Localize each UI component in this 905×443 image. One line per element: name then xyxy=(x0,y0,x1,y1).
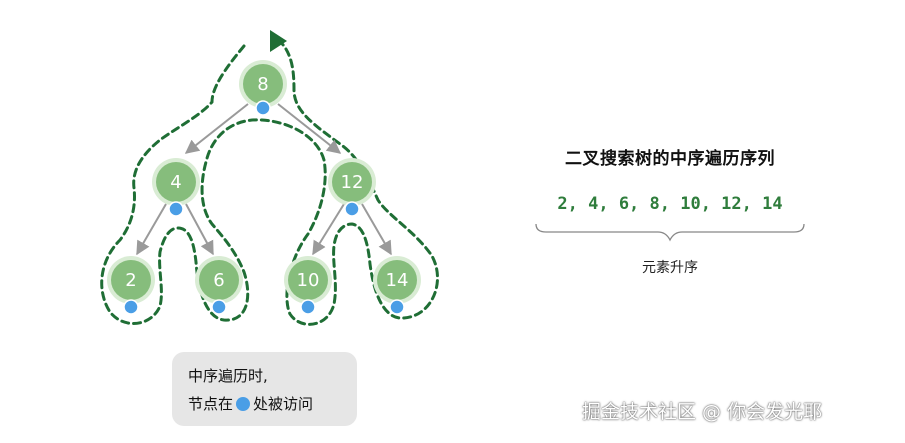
visit-dot-icon xyxy=(168,201,184,217)
note-line-1: 中序遍历时, xyxy=(188,367,268,385)
legend-note: 中序遍历时, 节点在 处被访问 xyxy=(172,352,357,426)
tree-node-6: 6 xyxy=(195,256,243,315)
watermark: 掘金技术社区 @ 你会发光耶 xyxy=(582,401,823,423)
note-text-after: 处被访问 xyxy=(253,395,314,413)
start-arrow-icon xyxy=(270,30,287,52)
tree-node-8: 8 xyxy=(239,60,287,116)
edge-4-2 xyxy=(136,203,167,256)
node-value: 2 xyxy=(125,270,136,291)
node-value: 10 xyxy=(297,270,320,291)
tree-node-4: 4 xyxy=(152,158,200,217)
visit-dot-icon xyxy=(211,299,227,315)
note-line-2: 节点在 处被访问 xyxy=(188,393,313,414)
node-value: 8 xyxy=(257,74,268,95)
node-value: 14 xyxy=(386,270,409,291)
sequence-title: 二叉搜索树的中序遍历序列 xyxy=(565,149,775,169)
edge-8-12 xyxy=(277,103,342,154)
tree-node-2: 2 xyxy=(107,256,155,315)
inorder-sequence: 2, 4, 6, 8, 10, 12, 14 xyxy=(557,194,783,214)
edge-12-10 xyxy=(312,203,345,256)
note-text-before: 节点在 xyxy=(188,395,234,413)
traversal-path xyxy=(100,36,439,326)
node-value: 6 xyxy=(213,270,224,291)
visit-dot-icon xyxy=(389,299,405,315)
sequence-brace xyxy=(535,223,805,242)
visit-dot-icon xyxy=(255,100,271,116)
tree-node-12: 12 xyxy=(328,158,376,217)
edge-8-4 xyxy=(184,103,249,154)
edge-12-14 xyxy=(361,203,392,256)
tree-node-10: 10 xyxy=(284,256,332,315)
visit-dot-icon xyxy=(123,299,139,315)
edge-4-6 xyxy=(185,203,214,256)
visit-dot-icon xyxy=(236,397,251,411)
visit-dot-icon xyxy=(300,299,316,315)
tree-node-14: 14 xyxy=(373,256,421,315)
node-value: 4 xyxy=(170,172,181,193)
sequence-caption: 元素升序 xyxy=(642,260,698,276)
visit-dot-icon xyxy=(344,201,360,217)
node-value: 12 xyxy=(341,172,364,193)
